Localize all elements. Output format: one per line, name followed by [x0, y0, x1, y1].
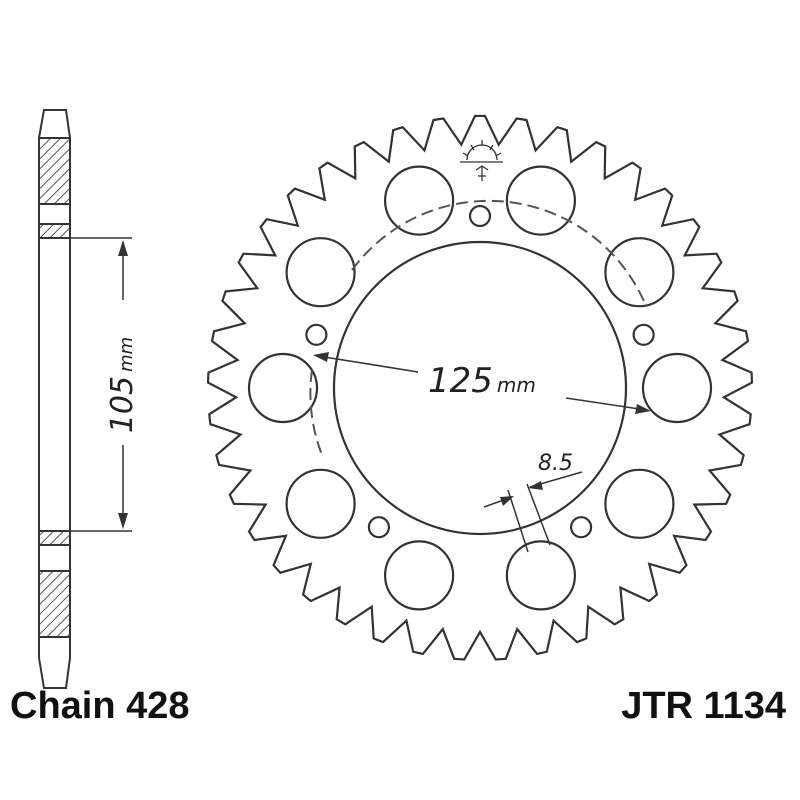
bolt-hole: [305, 323, 328, 346]
arrow-right-icon: [635, 404, 651, 414]
arrow-hole-left-icon: [500, 496, 514, 506]
side-dimension-value: 105: [105, 376, 140, 433]
lightening-hole: [505, 165, 577, 236]
lightening-hole: [604, 237, 675, 308]
hatched-section-top: [38, 137, 71, 205]
lightening-hole: [505, 540, 577, 611]
arrow-hole-right-icon: [528, 481, 543, 490]
lightening-hole: [285, 237, 356, 308]
lightening-hole: [641, 352, 713, 424]
pcd-dimension-line-right: [565, 397, 647, 411]
bolt-hole: [468, 204, 492, 228]
bolt-hole: [632, 323, 655, 346]
bolt-holes: [305, 204, 655, 539]
arrow-down-icon: [118, 513, 128, 529]
lightening-hole: [384, 540, 455, 611]
chain-size-label: Chain 428: [10, 685, 190, 727]
arrow-up-icon: [118, 240, 128, 256]
sprocket-face: [206, 114, 754, 661]
hatched-hub-bottom: [38, 530, 71, 546]
hatched-hub-top: [38, 223, 71, 239]
hatched-section-bottom: [38, 570, 71, 638]
pitch-circle-dashed: [351, 199, 647, 307]
bolt-hole: [569, 516, 593, 539]
lightening-holes: [247, 165, 713, 611]
pcd-dimension-line-left: [317, 355, 419, 373]
center-bore-circle: [332, 240, 628, 536]
svg-text:105mm: 105 mm: [105, 337, 140, 433]
side-dimension-unit: mm: [116, 337, 137, 372]
arrow-left-icon: [313, 352, 329, 362]
lightening-hole: [247, 352, 319, 424]
lightening-hole: [384, 165, 455, 236]
side-profile-view: [38, 109, 132, 689]
lightening-hole: [604, 468, 675, 539]
hole-dimension-value: 8.5: [538, 451, 573, 476]
hole-dimension: [483, 471, 583, 553]
pcd-dimension-value: 125: [428, 361, 493, 401]
part-number-label: JTR 1134: [621, 685, 786, 727]
bolt-hole: [367, 516, 390, 539]
pcd-dimension-unit: mm: [497, 373, 536, 397]
lightening-hole: [285, 468, 356, 539]
sun-logo-icon: [460, 140, 503, 181]
pcd-dimension: [313, 352, 651, 414]
